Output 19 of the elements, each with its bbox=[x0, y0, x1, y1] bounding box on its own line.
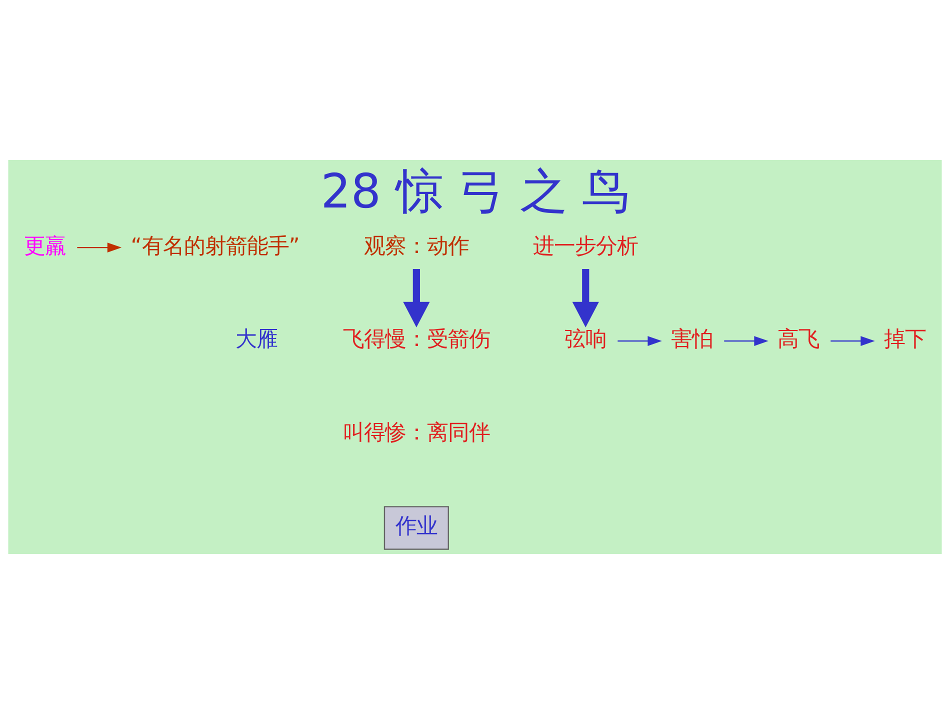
node-text: 掉下 bbox=[884, 326, 926, 352]
node-text: 害怕 bbox=[671, 326, 714, 352]
node-text: “有名的射箭能手” bbox=[130, 233, 300, 258]
node-text: 进一步分析 bbox=[533, 233, 638, 258]
node-text: 观察：动作 bbox=[364, 233, 469, 258]
node-text: 更羸 bbox=[24, 233, 66, 258]
arrow bbox=[403, 268, 430, 327]
node-text: 叫得惨：离同伴 bbox=[342, 420, 490, 446]
node-text: 大雁 bbox=[236, 326, 278, 352]
node-box: 作业 bbox=[384, 506, 449, 550]
diagram-title: 28 惊 弓 之 鸟 bbox=[320, 164, 630, 219]
arrow bbox=[724, 336, 768, 346]
arrow bbox=[618, 336, 662, 346]
node-text: 高飞 bbox=[778, 326, 820, 352]
node-text: 飞得慢：受箭伤 bbox=[342, 326, 490, 352]
arrow bbox=[77, 242, 122, 252]
arrow bbox=[572, 268, 599, 327]
node-text: 弦响 bbox=[564, 326, 607, 352]
arrow bbox=[830, 336, 875, 346]
